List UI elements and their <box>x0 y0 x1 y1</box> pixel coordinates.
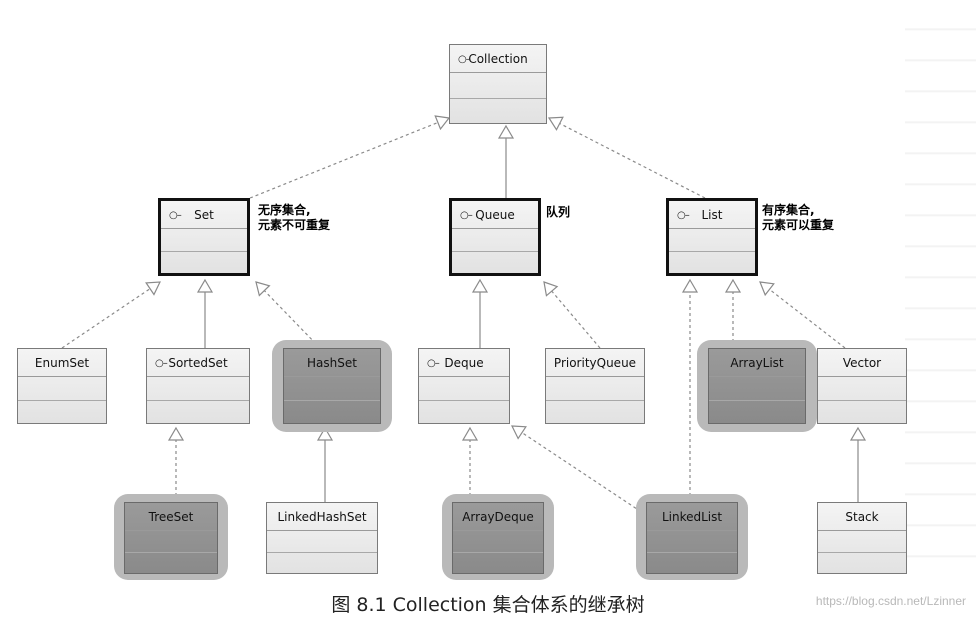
edge-linkedhashset-hashset <box>316 426 334 502</box>
node-list[interactable]: ○– List <box>666 198 758 276</box>
edge-set-collection-line <box>249 121 439 199</box>
queue-note: 队列 <box>546 205 571 219</box>
list-note-line2: 元素可以重复 <box>762 218 835 232</box>
node-hashset-label: HashSet <box>307 355 357 370</box>
edge-arraylist-list-arrowhead <box>724 278 742 293</box>
edge-linkedhashset-hashset-arrowhead <box>316 426 334 441</box>
edge-hashset-set-line <box>263 290 321 349</box>
edge-list-collection-line <box>559 122 706 199</box>
edge-linkedlist-deque-line <box>521 432 647 516</box>
interface-icon: ○– <box>460 210 473 221</box>
node-linkedlist[interactable]: LinkedList <box>646 502 738 574</box>
interface-icon: ○– <box>169 210 182 221</box>
node-arraydeque-label: ArrayDeque <box>462 509 534 524</box>
set-note-line2: 元素不可重复 <box>258 218 331 232</box>
edge-deque-queue-arrowhead <box>471 278 489 293</box>
node-collection[interactable]: ○–Collection <box>449 44 547 124</box>
node-deque-label: Deque <box>444 355 484 370</box>
edge-set-collection-arrowhead <box>434 115 451 131</box>
node-linkedhashset-label: LinkedHashSet <box>277 509 367 524</box>
edge-enumset-set-arrowhead <box>145 281 161 296</box>
interface-icon: ○– <box>427 358 440 369</box>
node-stack[interactable]: Stack <box>817 502 907 574</box>
edge-priorityqueue-queue <box>543 281 601 349</box>
node-set[interactable]: ○– Set <box>158 198 250 276</box>
edge-stack-vector <box>849 426 867 502</box>
node-deque[interactable]: ○– Deque <box>418 348 510 424</box>
node-enumset-label: EnumSet <box>34 355 90 370</box>
node-priorityqueue[interactable]: PriorityQueue <box>545 348 645 424</box>
node-linkedhashset[interactable]: LinkedHashSet <box>266 502 378 574</box>
interface-icon: ○– <box>155 358 168 369</box>
set-note-line1: 无序集合, <box>258 203 311 217</box>
edge-vector-list <box>759 281 846 349</box>
node-list-label: List <box>701 207 723 222</box>
edge-linkedlist-deque <box>511 425 647 516</box>
node-linkedlist-label: LinkedList <box>661 509 723 524</box>
edge-sortedset-set <box>196 278 214 348</box>
node-sortedset[interactable]: ○–SortedSet <box>146 348 250 424</box>
edge-arraydeque-deque <box>461 426 479 502</box>
list-note: 有序集合, 元素可以重复 <box>762 203 834 233</box>
node-collection-label: Collection <box>468 51 528 66</box>
edge-queue-collection <box>497 124 515 198</box>
edge-list-collection <box>547 116 706 199</box>
edge-arraylist-list <box>724 278 742 348</box>
list-note-line1: 有序集合, <box>762 203 815 217</box>
edge-enumset-set <box>61 281 161 349</box>
node-vector-label: Vector <box>842 355 882 370</box>
edge-hashset-set <box>255 281 321 349</box>
edge-sortedset-set-arrowhead <box>196 278 214 293</box>
node-priorityqueue-label: PriorityQueue <box>553 355 637 370</box>
node-stack-label: Stack <box>845 509 879 524</box>
node-arraylist-label: ArrayList <box>730 355 784 370</box>
edge-deque-queue <box>471 278 489 348</box>
node-queue[interactable]: ○–Queue <box>449 198 541 276</box>
edge-vector-list-arrowhead <box>759 281 775 297</box>
edge-queue-collection-arrowhead <box>497 124 515 139</box>
edge-list-collection-arrowhead <box>547 116 564 131</box>
edge-enumset-set-line <box>61 288 151 349</box>
set-note: 无序集合, 元素不可重复 <box>258 203 330 233</box>
node-treeset-label: TreeSet <box>148 509 194 524</box>
background-text-strip <box>905 0 976 580</box>
edge-linkedlist-list-arrowhead <box>681 278 699 293</box>
edge-linkedlist-list <box>681 278 699 502</box>
node-enumset[interactable]: EnumSet <box>17 348 107 424</box>
edge-priorityqueue-queue-line <box>551 290 601 349</box>
edge-priorityqueue-queue-arrowhead <box>543 281 559 297</box>
node-hashset[interactable]: HashSet <box>283 348 381 424</box>
interface-icon: ○– <box>677 210 690 221</box>
node-arraylist[interactable]: ArrayList <box>708 348 806 424</box>
node-vector[interactable]: Vector <box>817 348 907 424</box>
edge-set-collection <box>249 115 451 199</box>
edge-stack-vector-arrowhead <box>849 426 867 441</box>
interface-icon: ○– <box>458 54 471 65</box>
node-treeset[interactable]: TreeSet <box>124 502 218 574</box>
edge-hashset-set-arrowhead <box>255 281 271 297</box>
edge-vector-list-line <box>769 288 846 349</box>
node-set-label: Set <box>194 207 214 222</box>
edge-arraydeque-deque-arrowhead <box>461 426 479 441</box>
figure-caption: 图 8.1 Collection 集合体系的继承树 <box>331 594 645 616</box>
edge-treeset-sortedset <box>167 426 185 502</box>
edge-treeset-sortedset-arrowhead <box>167 426 185 441</box>
node-sortedset-label: SortedSet <box>168 355 228 370</box>
node-arraydeque[interactable]: ArrayDeque <box>452 502 544 574</box>
node-queue-label: Queue <box>475 207 515 222</box>
edge-linkedlist-deque-arrowhead <box>511 425 527 440</box>
watermark: https://blog.csdn.net/Lzinner <box>815 594 966 608</box>
